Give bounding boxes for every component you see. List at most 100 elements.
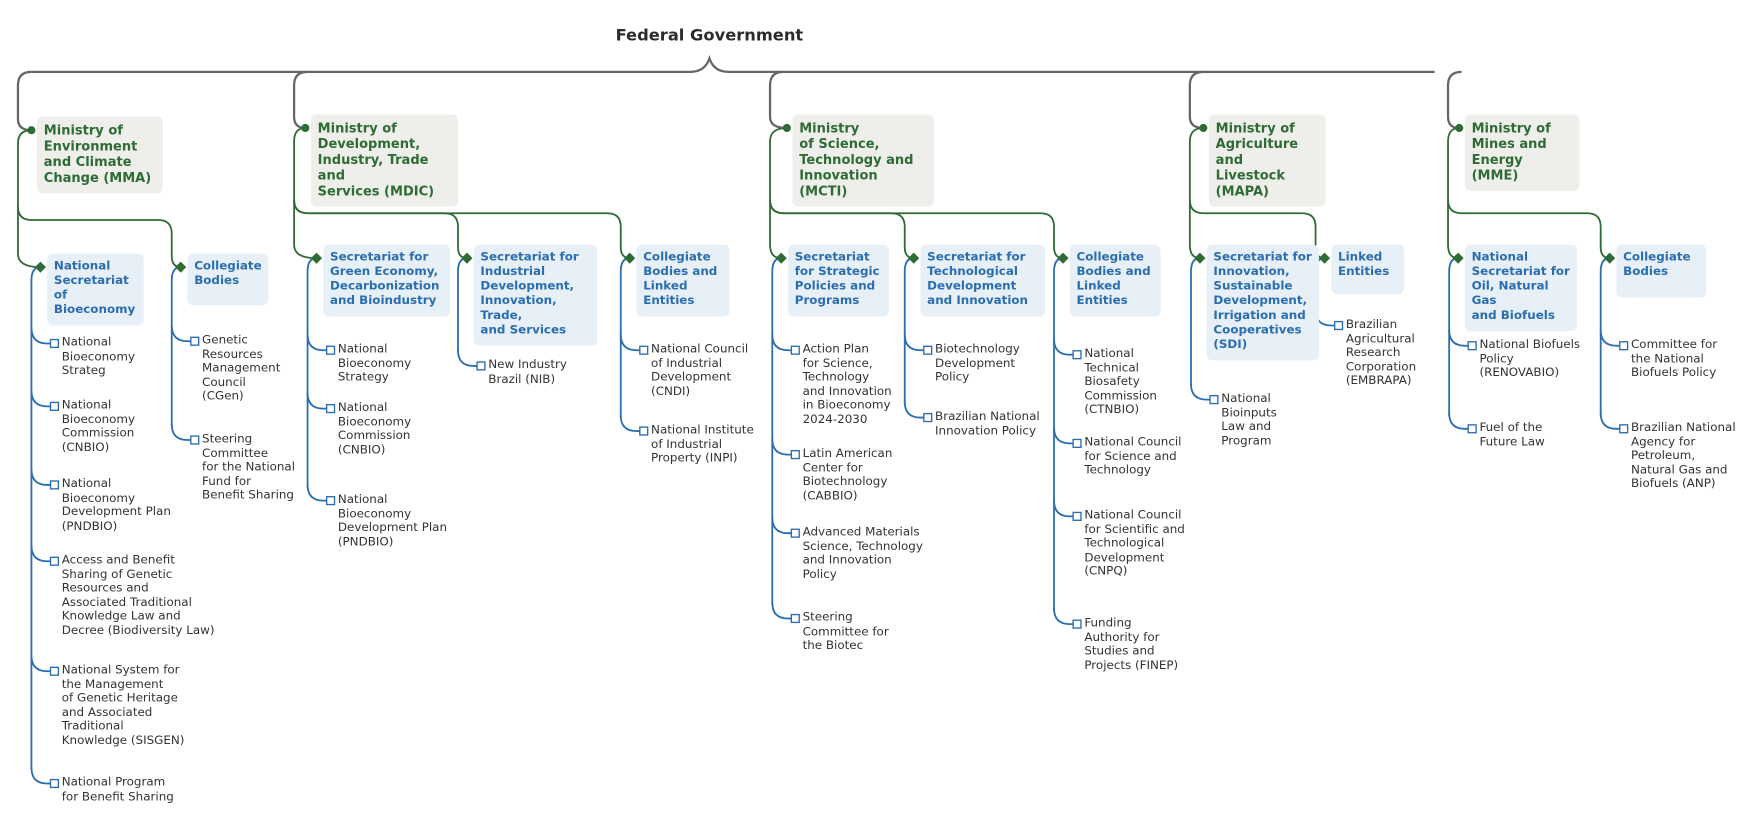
body-box: Collegiate Bodies and Linked Entities	[636, 244, 730, 317]
diamond-icon	[310, 252, 323, 264]
ministry-box: Ministry of Agriculture and Livestock (M…	[1208, 114, 1326, 207]
body-box: Secretariat for Green Economy, Decarboni…	[323, 244, 451, 317]
diamond-icon	[1057, 252, 1069, 264]
diamond-icon	[908, 252, 920, 264]
leaf-item: Committee for the National Biofuels Poli…	[1630, 337, 1718, 380]
body-connector	[771, 257, 782, 606]
square-icon	[790, 450, 800, 460]
diamond-icon	[1604, 252, 1616, 264]
leaf-connector	[30, 327, 51, 345]
leaf-item: Action Plan for Science, Technology and …	[802, 342, 892, 427]
body-box: Secretariat for Strategic Policies and P…	[787, 244, 890, 317]
body-box: Secretariat for Technological Developmen…	[920, 244, 1046, 317]
square-icon	[49, 556, 60, 566]
leaf-item: National Bioeconomy Development Plan (PN…	[61, 477, 171, 533]
leaf-connector	[619, 334, 640, 352]
leaf-item: Steering Committee for the National Fund…	[202, 432, 296, 503]
leaf-item: National Institute of Industrial Propert…	[651, 423, 754, 465]
dot-icon	[27, 126, 36, 135]
leaf-connector	[306, 334, 327, 352]
body-connector	[170, 266, 181, 427]
leaf-connector	[619, 415, 640, 432]
leaf-connector	[30, 545, 51, 563]
square-icon	[1467, 341, 1477, 351]
leaf-connector	[771, 438, 792, 456]
leaf-item: National Bioeconomy Development Plan (PN…	[337, 492, 448, 549]
leaf-item: Steering Committee for the Biotec	[802, 610, 889, 653]
leaf-item: National Bioeconomy Strateg	[61, 335, 136, 378]
leaf-connector	[1053, 500, 1074, 518]
ministry-connector	[1447, 199, 1610, 260]
root-connector	[768, 70, 787, 130]
leaf-connector	[1448, 413, 1469, 430]
leaf-connector	[771, 334, 792, 352]
diamond-icon	[175, 261, 187, 273]
leaf-item: National System for the Management of Ge…	[61, 663, 185, 748]
leaf-connector	[306, 484, 327, 502]
leaf-item: Brazilian National Agency for Petroleum,…	[1630, 420, 1736, 491]
leaf-item: National Council for Science and Technol…	[1084, 435, 1182, 478]
leaf-connector	[1599, 413, 1620, 430]
leaf-connector	[170, 424, 191, 441]
leaf-item: National Bioeconomy Commission (CNBIO)	[61, 398, 136, 455]
leaf-connector	[1053, 338, 1074, 356]
root-connector	[31, 54, 1435, 73]
leaf-item: National Program for Benefit Sharing	[61, 775, 174, 804]
ministry-connector	[1447, 127, 1460, 260]
square-icon	[49, 401, 60, 411]
leaf-connector	[771, 602, 792, 620]
square-icon	[790, 345, 800, 355]
body-box: National Secretariat of Bioeconomy	[47, 253, 144, 326]
ministry-connector	[293, 127, 317, 260]
body-connector	[1190, 257, 1201, 387]
body-box: National Secretariat for Oil, Natural Ga…	[1464, 244, 1578, 332]
body-box: Collegiate Bodies and Linked Entities	[1069, 244, 1161, 317]
leaf-item: New Industry Brazil (NIB)	[488, 358, 567, 386]
square-icon	[1333, 320, 1344, 331]
square-icon	[190, 336, 200, 346]
dot-icon	[301, 123, 310, 133]
body-connector	[619, 257, 630, 418]
ministry-connector	[769, 199, 1064, 260]
leaf-connector	[30, 655, 51, 673]
diamond-icon	[34, 261, 46, 273]
ministry-connector	[293, 199, 630, 260]
leaf-connector	[30, 390, 51, 408]
square-icon	[49, 778, 60, 789]
diamond-icon	[624, 252, 636, 264]
leaf-connector	[170, 325, 191, 343]
leaf-connector	[1053, 608, 1074, 626]
leaf-connector	[903, 401, 924, 419]
square-icon	[476, 361, 486, 371]
leaf-item: National Council of Industrial Developme…	[651, 342, 749, 399]
leaf-item: National Council for Scientific and Tech…	[1084, 508, 1185, 579]
square-icon	[790, 528, 800, 538]
body-box: Collegiate Bodies	[1616, 244, 1707, 298]
leaf-item: Brazilian National Innovation Policy	[935, 409, 1040, 438]
square-icon	[1072, 511, 1082, 521]
square-icon	[923, 345, 933, 355]
square-icon	[49, 480, 60, 490]
ministry-box: Ministry of Science, Technology and Inno…	[792, 114, 934, 207]
ministry-connector	[769, 127, 787, 260]
diamond-icon	[461, 252, 473, 264]
square-icon	[1619, 341, 1629, 351]
square-icon	[190, 435, 200, 445]
root-connector	[1188, 70, 1204, 130]
leaf-item: National Biofuels Policy (RENOVABIO)	[1479, 337, 1581, 380]
square-icon	[325, 496, 336, 506]
ministry-box: Ministry of Mines and Energy (MME)	[1464, 114, 1580, 191]
square-icon	[1467, 424, 1477, 434]
leaf-connector	[1448, 329, 1469, 347]
leaf-connector	[1190, 383, 1211, 401]
leaf-connector	[903, 334, 924, 352]
leaf-item: Advanced Materials Science, Technology a…	[802, 525, 923, 582]
leaf-connector	[457, 350, 478, 367]
body-connector	[457, 257, 468, 353]
diamond-icon	[1318, 252, 1331, 264]
ministry-connector	[1188, 127, 1204, 260]
leaf-item: Fuel of the Future Law	[1479, 420, 1545, 449]
root-connector	[16, 70, 32, 132]
